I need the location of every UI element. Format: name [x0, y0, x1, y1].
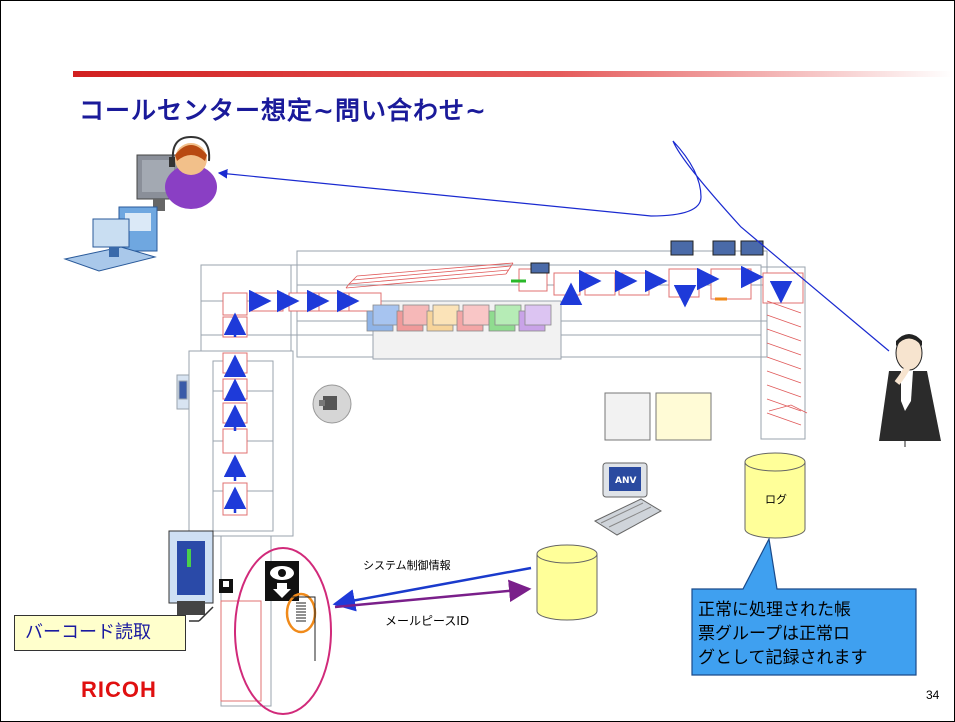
inquiry-line: [217, 140, 890, 352]
callout-line: 正常に処理された帳: [698, 600, 851, 620]
callout-box: [691, 537, 917, 676]
mailpiece-id-label: メールピースID: [385, 614, 470, 628]
feeder-tray: [345, 262, 514, 289]
output-stack: [766, 300, 808, 426]
log-label: ログ: [765, 493, 787, 506]
barcode-highlight-ellipse: [234, 547, 332, 715]
callout-line: 票グループは正常ロ: [698, 624, 850, 644]
barcode-read-label: バーコード読取: [14, 615, 186, 651]
businessman-icon: [879, 334, 941, 447]
anv-terminal-icon: ANV: [593, 462, 663, 536]
callout-text: 正常に処理された帳 票グループは正常ロ グとして記録されます: [698, 598, 910, 670]
slide-title: コールセンター想定~問い合わせ~: [79, 96, 487, 125]
mail-flow-arrows: [223, 265, 793, 513]
mailpiece-id-arrow: [334, 579, 532, 609]
barcode-label-circle: [285, 592, 317, 634]
reader-symbol: [265, 561, 299, 601]
svg-text:ANV: ANV: [615, 476, 636, 486]
system-control-label: システム制御情報: [363, 559, 451, 572]
camera-icon: [312, 384, 352, 424]
storage-boxes: [604, 392, 712, 441]
page-number: 34: [926, 688, 940, 702]
barcode-stripes: [296, 602, 306, 622]
mailpiece-frame: [291, 596, 316, 661]
barcode-reader-area: [168, 530, 262, 702]
database-icon: [536, 544, 598, 621]
system-control-arrow: [332, 566, 532, 612]
title-accent-bar: [73, 71, 953, 77]
computer-icon: [63, 206, 158, 272]
callout-line: グとして記録されます: [698, 648, 868, 668]
ricoh-logo: RICOH: [81, 677, 157, 702]
machine-panels: [530, 240, 764, 274]
log-database-icon: [744, 452, 806, 539]
stacker-bins: [366, 304, 552, 332]
operator-icon: [136, 135, 217, 211]
